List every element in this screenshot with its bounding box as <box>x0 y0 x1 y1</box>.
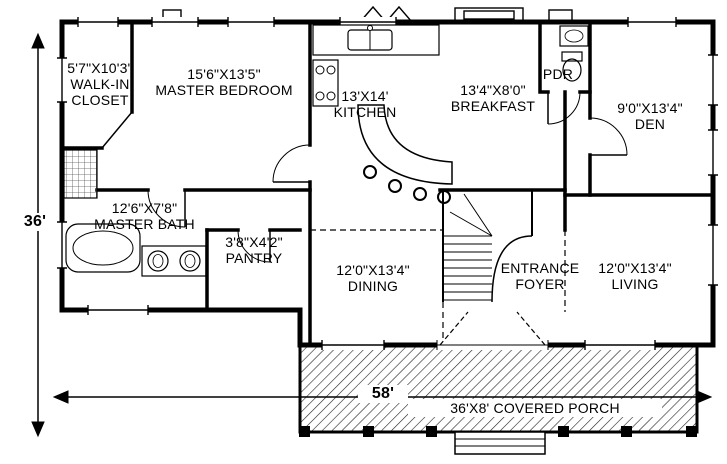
entry-steps <box>454 431 546 455</box>
room-name-entrance-foyer-1: ENTRANCE <box>500 260 580 276</box>
room-label-covered-porch: 36'X8' COVERED PORCH <box>408 399 662 417</box>
room-label-master-bedroom: 15'6"X13'5" MASTER BEDROOM <box>148 66 300 98</box>
kitchen-fixtures <box>312 24 453 204</box>
stool <box>388 179 402 193</box>
shower <box>63 149 98 199</box>
staircase <box>442 190 533 303</box>
windows <box>57 17 718 350</box>
room-name-pantry: PANTRY <box>225 250 283 266</box>
porch-posts <box>299 426 697 437</box>
room-name-pdr: PDR <box>542 66 574 82</box>
stool <box>437 190 451 204</box>
room-size-kitchen: 13'X14' <box>341 88 389 104</box>
room-size-master-bedroom: 15'6"X13'5" <box>187 66 261 82</box>
pdr-sink <box>559 25 589 47</box>
room-size-breakfast: 13'4"X8'0" <box>460 82 526 98</box>
interior-walls <box>60 20 715 347</box>
room-label-breakfast: 13'4"X8'0" BREAKFAST <box>443 82 543 114</box>
room-name-walk-in-closet-1: WALK-IN <box>70 76 130 92</box>
doors <box>101 91 628 346</box>
toilet-tank <box>561 51 583 62</box>
stool <box>413 187 427 201</box>
toilet <box>562 58 582 82</box>
room-name-walk-in-closet-2: CLOSET <box>71 92 129 108</box>
room-label-entrance-foyer: ENTRANCE FOYER <box>494 260 586 292</box>
room-name-entrance-foyer-2: FOYER <box>515 276 565 292</box>
dimension-width-label: 58' <box>358 385 408 403</box>
powder-room-fixtures <box>559 25 589 82</box>
room-name-master-bath: MASTER BATH <box>94 216 195 232</box>
room-name-breakfast: BREAKFAST <box>450 98 536 114</box>
room-size-living: 12'0"X13'4" <box>598 260 672 276</box>
room-label-master-bath: 12'6"X7'8" MASTER BATH <box>82 200 207 232</box>
room-size-den: 9'0"X13'4" <box>617 100 683 116</box>
room-size-master-bath: 12'6"X7'8" <box>111 200 178 216</box>
exterior-walls <box>59 19 716 348</box>
room-name-dining: DINING <box>347 278 399 294</box>
dimension-height-label: 36' <box>14 213 56 231</box>
room-size-pantry: 3'8"X4'2" <box>225 234 283 250</box>
room-label-living: 12'0"X13'4" LIVING <box>580 260 690 292</box>
room-label-dining: 12'0"X13'4" DINING <box>318 262 428 294</box>
room-label-den: 9'0"X13'4" DEN <box>602 100 698 132</box>
room-label-pantry: 3'8"X4'2" PANTRY <box>213 234 295 266</box>
bathtub <box>65 223 141 273</box>
room-label-walk-in-closet: 5'7"X10'3" WALK-IN CLOSET <box>56 60 144 108</box>
stool <box>363 165 377 179</box>
room-label-pdr: PDR <box>538 66 578 82</box>
room-name-den: DEN <box>634 116 666 132</box>
room-size-walk-in-closet: 5'7"X10'3" <box>67 60 133 76</box>
room-name-kitchen: KITCHEN <box>333 104 397 120</box>
room-name-master-bedroom: MASTER BEDROOM <box>155 82 293 98</box>
room-size-dining: 12'0"X13'4" <box>336 262 410 278</box>
room-label-kitchen: 13'X14' KITCHEN <box>326 88 404 120</box>
room-name-living: LIVING <box>611 276 659 292</box>
kitchen-island <box>357 104 453 185</box>
vanity <box>141 245 207 277</box>
master-bath-fixtures <box>63 149 207 277</box>
cased-openings <box>310 229 566 340</box>
